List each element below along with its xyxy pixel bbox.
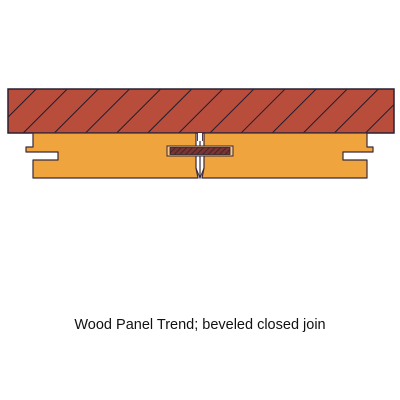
spline-strip (169, 147, 231, 155)
join-bevel (195, 167, 205, 180)
diagram-caption: Wood Panel Trend; beveled closed join (74, 317, 326, 333)
right-panel (201, 132, 374, 179)
top-board (7, 88, 395, 134)
left-panel (25, 132, 199, 179)
joint-gap (197, 133, 203, 141)
